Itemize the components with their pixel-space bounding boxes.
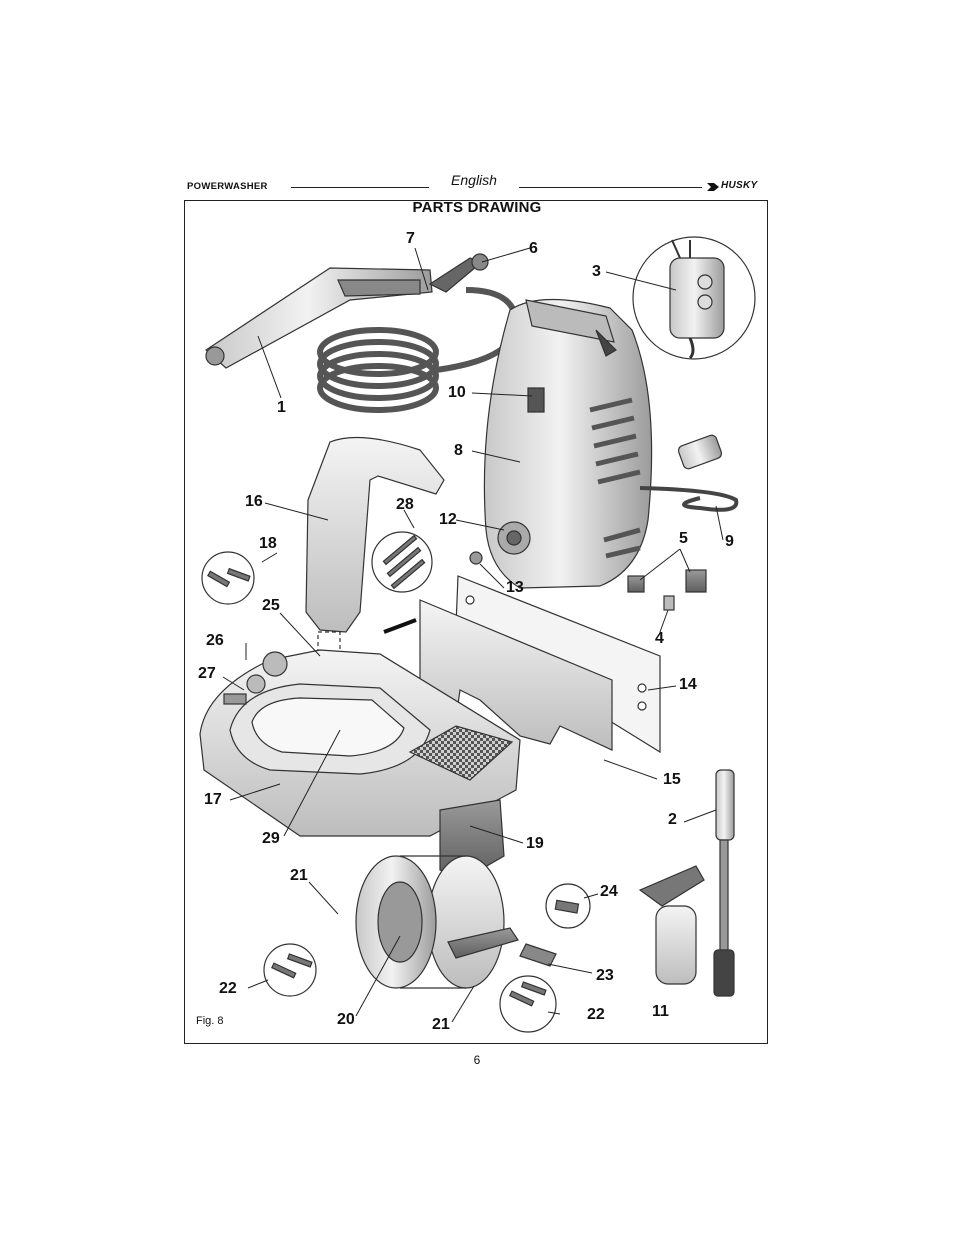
hose-reel-icon bbox=[355, 855, 557, 989]
header-language: English bbox=[451, 172, 497, 188]
page-number: 6 bbox=[473, 1053, 481, 1067]
callout-27: 27 bbox=[198, 665, 216, 682]
callout-9: 9 bbox=[725, 533, 734, 550]
callout-25: 25 bbox=[262, 597, 280, 614]
callout-22-left: 22 bbox=[219, 980, 237, 997]
header-rule-right bbox=[519, 187, 702, 188]
husky-logo-arrow-icon bbox=[707, 183, 719, 191]
callout-16: 16 bbox=[245, 493, 263, 510]
callout-10: 10 bbox=[448, 384, 466, 401]
spray-gun-icon bbox=[205, 253, 489, 369]
callout-7: 7 bbox=[406, 230, 415, 247]
callout-3: 3 bbox=[592, 263, 601, 280]
callout-15: 15 bbox=[663, 771, 681, 788]
header-rule-left bbox=[291, 187, 429, 188]
callout-6: 6 bbox=[529, 240, 538, 257]
pump-housing bbox=[483, 298, 653, 589]
callout-29: 29 bbox=[262, 830, 280, 847]
power-cord-icon bbox=[639, 434, 739, 512]
callout-4: 4 bbox=[655, 630, 664, 647]
callout-18: 18 bbox=[259, 535, 277, 552]
lance-wand bbox=[713, 769, 735, 997]
callout-13: 13 bbox=[506, 579, 524, 596]
callout-22-right: 22 bbox=[587, 1006, 605, 1023]
callout-23: 23 bbox=[596, 967, 614, 984]
callout-17: 17 bbox=[204, 791, 222, 808]
callout-14: 14 bbox=[679, 676, 697, 693]
callout-28: 28 bbox=[396, 496, 414, 513]
leader-lines bbox=[222, 247, 724, 1023]
callout-21-lower: 21 bbox=[432, 1016, 450, 1033]
detergent-bottle bbox=[638, 865, 705, 985]
screw-details bbox=[201, 531, 591, 1033]
callout-20: 20 bbox=[337, 1011, 355, 1028]
power-plug-detail bbox=[632, 236, 756, 360]
brand-name: HUSKY bbox=[721, 180, 758, 191]
callout-19: 19 bbox=[526, 835, 544, 852]
callout-12: 12 bbox=[439, 511, 457, 528]
header-product: POWERWASHER bbox=[187, 181, 268, 192]
base-tray bbox=[199, 649, 521, 837]
callout-1: 1 bbox=[277, 399, 286, 416]
mounting-bracket bbox=[419, 575, 661, 754]
callout-21-upper: 21 bbox=[290, 867, 308, 884]
figure-label: Fig. 8 bbox=[196, 1015, 224, 1027]
callout-2: 2 bbox=[668, 811, 677, 828]
callout-26: 26 bbox=[206, 632, 224, 649]
fittings bbox=[469, 551, 707, 611]
page-title: PARTS DRAWING bbox=[412, 199, 542, 216]
callout-8: 8 bbox=[454, 442, 463, 459]
callout-24: 24 bbox=[600, 883, 618, 900]
brand-logo: HUSKY bbox=[706, 180, 766, 193]
hose-coil bbox=[317, 287, 520, 413]
parts-frame bbox=[184, 200, 768, 1044]
callout-5: 5 bbox=[679, 530, 688, 547]
callout-11: 11 bbox=[652, 1003, 669, 1020]
